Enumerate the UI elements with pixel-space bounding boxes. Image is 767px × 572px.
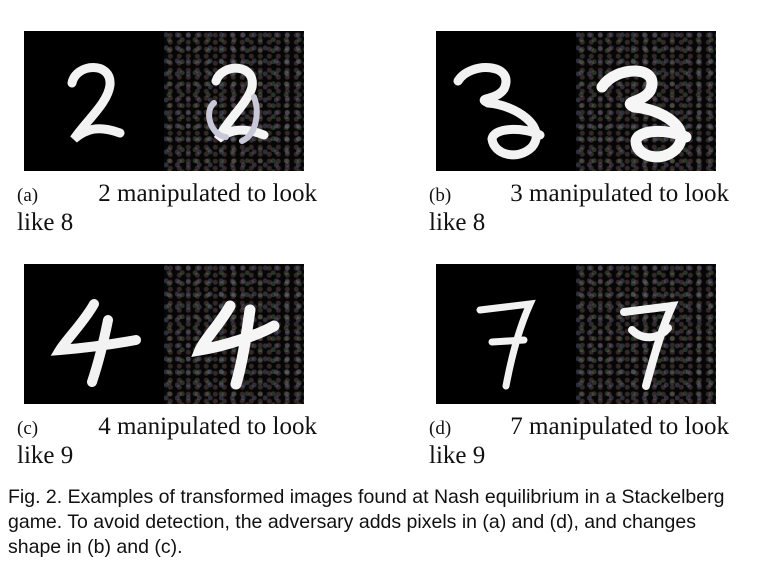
panel-a-caption: (a) 2 manipulated to look like 8: [17, 180, 317, 236]
panel-b-original-digit-image: [436, 31, 576, 171]
panel-b-caption: (b) 3 manipulated to look like 8: [429, 180, 729, 236]
panel-c-caption-line1: 4 manipulated to look: [98, 413, 317, 440]
panel-c-caption: (c) 4 manipulated to look like 9: [17, 413, 317, 469]
panel-d-caption: (d) 7 manipulated to look like 9: [429, 413, 729, 469]
panel-c-tag: (c): [17, 418, 39, 439]
panel-d-original-digit-image: [436, 264, 576, 404]
panel-d-caption-line1: 7 manipulated to look: [510, 413, 729, 440]
panel-b-image-pair: [436, 31, 716, 171]
panel-c-image-pair: [24, 264, 304, 404]
panel-c-manipulated-digit-image: [164, 264, 304, 404]
panel-d-tag: (d): [429, 418, 452, 439]
panel-b-caption-line1: 3 manipulated to look: [510, 180, 729, 207]
panel-b-tag: (b): [429, 185, 452, 206]
panel-a-manipulated-digit-image: [164, 31, 304, 171]
panel-d-caption-line2: like 9: [429, 442, 486, 469]
panel-a-image-pair: [24, 31, 304, 171]
panel-c-caption-line2: like 9: [17, 442, 74, 469]
panel-d-manipulated-digit-image: [576, 264, 716, 404]
panel-b-caption-line2: like 8: [429, 209, 486, 236]
panel-a-tag: (a): [17, 185, 39, 206]
panel-b-manipulated-digit-image: [576, 31, 716, 171]
panel-a-caption-line2: like 8: [17, 209, 74, 236]
panel-a-original-digit-image: [24, 31, 164, 171]
figure-caption: Fig. 2. Examples of transformed images f…: [8, 486, 725, 558]
panel-c-original-digit-image: [24, 264, 164, 404]
panel-a-caption-line1: 2 manipulated to look: [98, 180, 317, 207]
panel-d-image-pair: [436, 264, 716, 404]
